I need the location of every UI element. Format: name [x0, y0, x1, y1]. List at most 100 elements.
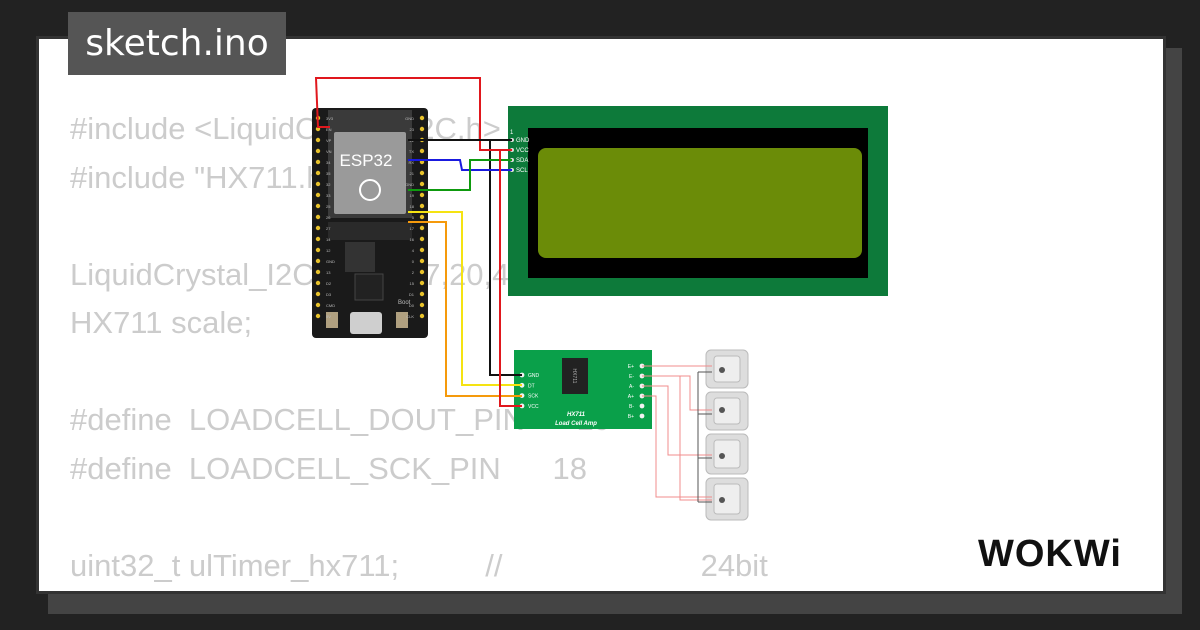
load-cell-2[interactable]: [705, 391, 749, 431]
code-line: #define LOADCELL_SCK_PIN 18: [70, 450, 587, 486]
esp32-pin[interactable]: [315, 291, 321, 297]
hx711-pin-label: A+: [628, 394, 634, 400]
hx711-pin-label: E-: [629, 374, 634, 380]
lcd-screen: [538, 148, 862, 258]
esp32-pin[interactable]: [419, 225, 425, 231]
esp32-pin[interactable]: [419, 115, 425, 121]
esp32-pin[interactable]: [419, 126, 425, 132]
esp32-pin[interactable]: [315, 258, 321, 264]
esp32-pin[interactable]: [419, 214, 425, 220]
esp32-pin[interactable]: [315, 170, 321, 176]
hx711-pin-label: B+: [628, 414, 634, 420]
sketch-file-tab[interactable]: sketch.ino: [68, 12, 286, 75]
hx711-right-pins: E+E-A-A+B-B+: [628, 363, 645, 420]
hx711-pin-label: DT: [528, 383, 535, 389]
esp32-pin[interactable]: [419, 148, 425, 154]
esp32-pin-label: 3V3: [326, 116, 334, 121]
esp32-pin[interactable]: [315, 269, 321, 275]
esp32-pin[interactable]: [419, 269, 425, 275]
lcd-pin-label: SCL: [516, 168, 528, 174]
esp32-pin-label: 35: [326, 171, 331, 176]
hx711-pin-label: VCC: [528, 404, 539, 410]
wire-orange-sck[interactable]: [408, 221, 522, 397]
esp32-label: ESP32: [340, 151, 393, 170]
esp32-pin[interactable]: [419, 302, 425, 308]
load-cells[interactable]: [705, 349, 749, 521]
esp32-pin[interactable]: [315, 247, 321, 253]
esp32-pin-label: 21: [410, 171, 415, 176]
esp32-pin[interactable]: [419, 313, 425, 319]
esp32-pin-label: 23: [410, 127, 415, 132]
esp32-pin-label: 16: [410, 237, 415, 242]
load-cell-wires: [642, 365, 712, 501]
esp32-board[interactable]: ESP32 Boot 3V3ENVPVN343532332526271412GN…: [312, 108, 428, 338]
esp32-pin-label: 12: [326, 248, 331, 253]
wire-green-sda[interactable]: [408, 159, 512, 191]
hx711-pin[interactable]: [639, 413, 645, 419]
wire-black-gnd[interactable]: [408, 139, 522, 376]
esp32-pin[interactable]: [315, 148, 321, 154]
load-cell-3[interactable]: [705, 433, 749, 475]
esp32-pin-label: 13: [326, 270, 331, 275]
esp32-pin[interactable]: [419, 280, 425, 286]
esp32-pin-label: 34: [326, 160, 331, 165]
esp32-pin-label: D3: [326, 292, 332, 297]
esp32-pin-label: D1: [409, 292, 415, 297]
lcd-pin-label: GND: [516, 138, 530, 144]
hx711-pin[interactable]: [639, 403, 645, 409]
esp32-pin[interactable]: [315, 302, 321, 308]
esp32-pin[interactable]: [419, 181, 425, 187]
code-line: #define LOADCELL_DOUT_PIN 19: [70, 402, 612, 437]
esp32-pin-label: 15: [410, 281, 415, 286]
esp32-pin[interactable]: [315, 137, 321, 143]
code-line: #include "HX711.h": [70, 159, 335, 195]
esp32-pin[interactable]: [315, 236, 321, 242]
boot-button[interactable]: [396, 312, 408, 328]
esp32-pin[interactable]: [315, 181, 321, 187]
esp32-pin-label: RX: [408, 160, 414, 165]
load-cell-1[interactable]: [705, 349, 749, 389]
esp32-pin[interactable]: [419, 258, 425, 264]
hx711-chip-label: HX711: [571, 369, 577, 384]
esp32-left-pins: 3V3ENVPVN343532332526271412GND13D2D3CMD5…: [315, 115, 335, 319]
esp32-pin[interactable]: [315, 280, 321, 286]
hx711-title: HX711: [567, 412, 586, 418]
wire-blue-scl[interactable]: [408, 159, 512, 171]
load-cell-4[interactable]: [705, 477, 749, 521]
lcd-pin-marker: 1: [510, 130, 514, 136]
esp32-pin-label: 27: [326, 226, 331, 231]
esp32-pin[interactable]: [419, 192, 425, 198]
wokwi-logo-text: WOKWi: [978, 533, 1122, 575]
hx711-pin-label: E+: [628, 364, 634, 370]
reset-button[interactable]: [326, 312, 338, 328]
esp32-pin[interactable]: [315, 313, 321, 319]
esp32-pin[interactable]: [419, 247, 425, 253]
wires: [314, 77, 712, 503]
wokwi-logo[interactable]: WOKWi: [978, 530, 1148, 578]
esp32-pin[interactable]: [419, 291, 425, 297]
esp32-pin[interactable]: [419, 236, 425, 242]
wire-yellow-dt[interactable]: [408, 211, 522, 386]
lcd-pin-label: VCC: [516, 148, 529, 154]
esp32-pin-label: 5: [412, 215, 415, 220]
esp32-pin-label: 17: [410, 226, 415, 231]
esp32-pin[interactable]: [315, 159, 321, 165]
esp32-pin-label: 4: [412, 248, 415, 253]
esp32-pin[interactable]: [315, 225, 321, 231]
boot-label: Boot: [398, 300, 411, 306]
esp32-pin-label: GND: [405, 116, 414, 121]
esp32-pin-label: GND: [326, 259, 335, 264]
esp32-pin[interactable]: [419, 170, 425, 176]
esp32-pin-label: EN: [326, 127, 332, 132]
hx711-pin-label: A-: [629, 384, 634, 390]
esp32-pin[interactable]: [315, 214, 321, 220]
wire-red-hx-vcc[interactable]: [480, 149, 522, 407]
esp32-pin[interactable]: [419, 203, 425, 209]
esp32-pin-label: 2: [412, 270, 415, 275]
esp32-pin-label: 19: [410, 193, 415, 198]
esp32-pin[interactable]: [315, 192, 321, 198]
esp32-pin[interactable]: [315, 203, 321, 209]
